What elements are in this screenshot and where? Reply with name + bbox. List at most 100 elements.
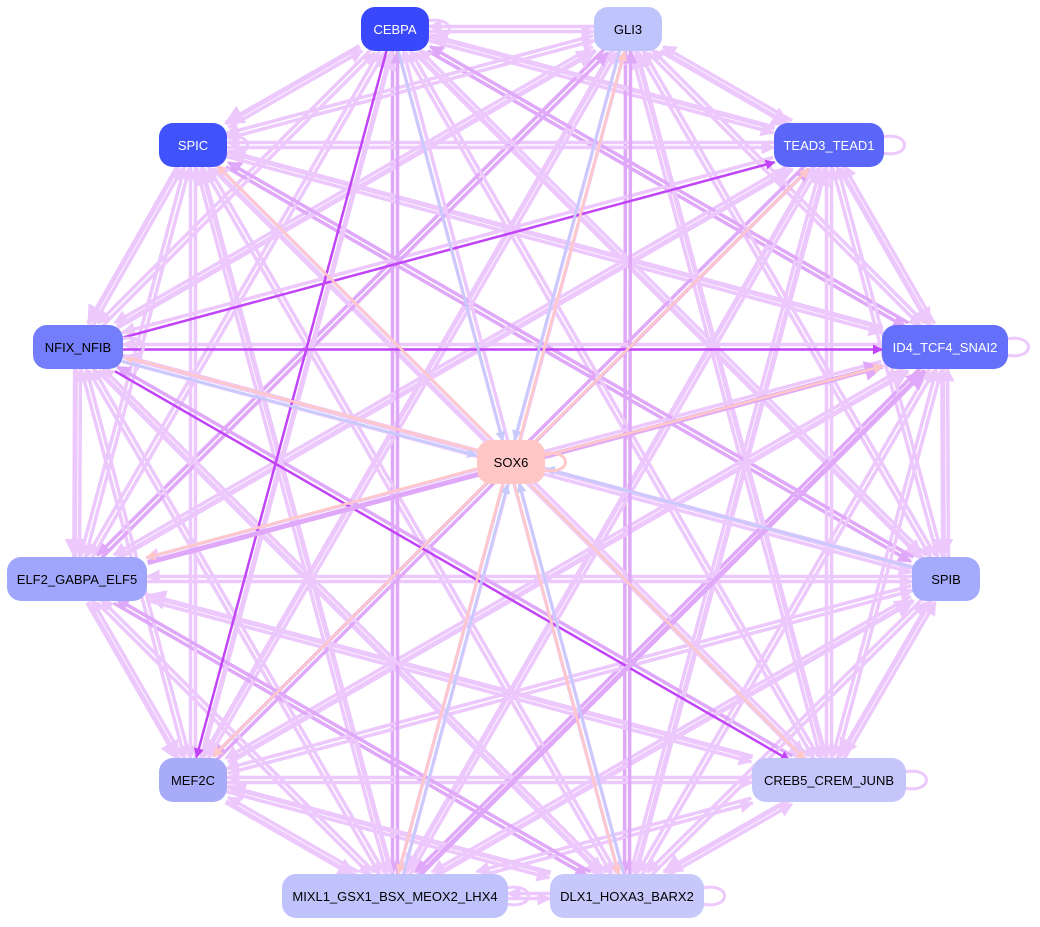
edge-elf2_gabpa_elf5-to-mixl1_gsx1_bsx_meox2_lhx4 [96,601,373,878]
node-label: DLX1_HOXA3_BARX2 [560,889,694,904]
node-box [7,557,147,601]
edge-spib-to-sox6 [544,466,913,569]
edge-gli3-to-creb5_crem_junb [629,51,825,760]
edge-creb5_crem_junb-to-nfix_nfib [116,365,793,758]
edge-sox6-to-elf2_gabpa_elf5 [145,467,477,561]
edge-gli3-to-mef2c [201,48,616,759]
node-box [774,123,884,167]
edge-gli3-to-tead3_tead1 [659,48,792,128]
edge-dlx1_hoxa3_barx2-to-mef2c [225,781,552,876]
edge-cebpa-to-tead3_tead1 [427,38,775,137]
node-mef2c[interactable]: MEF2C [159,758,227,802]
edge-spib-to-dlx1_hoxa3_barx2 [646,597,924,874]
self-loop-mixl1_gsx1_bsx_meox2_lhx4 [505,885,530,907]
edge-dlx1_hoxa3_barx2-to-gli3 [623,49,638,875]
edge-sox6-to-spic [215,164,492,440]
edge-id4_tcf4_snai2-to-mixl1_gsx1_bsx_meox2_lhx4 [414,365,923,874]
node-label: SPIC [178,138,208,153]
edge-nfix_nfib-to-cebpa [100,51,377,329]
node-elf2_gabpa_elf5[interactable]: ELF2_GABPA_ELF5 [7,557,147,601]
edge-mef2c-to-cebpa [198,49,397,760]
edge-id4_tcf4_snai2-to-creb5_crem_junb [828,367,939,759]
node-box [159,123,227,167]
node-box [282,874,508,918]
edge-creb5_crem_junb-to-spib [842,601,937,761]
node-spib[interactable]: SPIB [912,557,980,601]
edge-sox6-to-gli3 [518,50,627,441]
edges-layer [64,18,1030,907]
edge-sox6-to-creb5_crem_junb [530,484,807,761]
edge-sox6-to-dlx1_hoxa3_barx2 [513,484,622,876]
node-label: GLI3 [614,22,642,37]
edge-sox6-to-id4_tcf4_snai2 [545,363,884,457]
edge-dlx1_hoxa3_barx2-to-nfix_nfib [100,365,609,874]
edge-elf2_gabpa_elf5-to-nfix_nfib [73,367,88,558]
node-box [550,874,704,918]
edge-dlx1_hoxa3_barx2-to-spic [206,164,618,874]
edge-elf2_gabpa_elf5-to-gli3 [99,51,609,561]
edge-mixl1_gsx1_bsx_meox2_lhx4-to-id4_tcf4_snai2 [417,369,927,878]
edge-creb5_crem_junb-to-id4_tcf4_snai2 [835,368,946,760]
node-mixl1_gsx1_bsx_meox2_lhx4[interactable]: MIXL1_GSX1_BSX_MEOX2_LHX4 [282,874,508,918]
edge-sox6-to-tead3_tead1 [533,167,810,443]
edge-tead3_tead1-to-mixl1_gsx1_bsx_meox2_lhx4 [403,164,817,875]
edge-dlx1_hoxa3_barx2-to-creb5_crem_junb [665,802,794,878]
node-sox6[interactable]: SOX6 [477,440,545,484]
node-dlx1_hoxa3_barx2[interactable]: DLX1_HOXA3_BARX2 [550,874,704,918]
edge-spic-to-mixl1_gsx1_bsx_meox2_lhx4 [194,167,391,877]
edge-id4_tcf4_snai2-to-mef2c [224,365,907,760]
node-box [33,325,123,369]
edge-nfix_nfib-to-elf2_gabpa_elf5 [64,368,85,559]
edge-tead3_tead1-to-id4_tcf4_snai2 [837,166,933,328]
edge-nfix_nfib-to-creb5_crem_junb [114,370,791,762]
edge-dlx1_hoxa3_barx2-to-sox6 [516,482,625,874]
edge-mixl1_gsx1_bsx_meox2_lhx4-to-mef2c [227,795,359,874]
edge-gli3-to-dlx1_hoxa3_barx2 [617,50,632,876]
edge-spib-to-mef2c [225,583,912,773]
edge-nfix_nfib-to-tead3_tead1 [123,159,776,339]
node-box [882,325,1008,369]
edge-nfix_nfib-to-spic [91,167,185,328]
node-label: MIXL1_GSX1_BSX_MEOX2_LHX4 [292,889,497,904]
edge-creb5_crem_junb-to-cebpa [408,48,820,758]
edge-id4_tcf4_snai2-to-tead3_tead1 [842,164,937,325]
node-gli3[interactable]: GLI3 [594,7,662,51]
edge-mixl1_gsx1_bsx_meox2_lhx4-to-spic [196,164,394,875]
edge-gli3-to-elf2_gabpa_elf5 [96,47,606,557]
edge-gli3-to-spic [225,33,594,138]
self-loop-id4_tcf4_snai2 [1005,336,1030,358]
edge-id4_tcf4_snai2-to-spic [225,146,884,331]
node-creb5_crem_junb[interactable]: CREB5_CREM_JUNB [752,758,906,802]
edge-mixl1_gsx1_bsx_meox2_lhx4-to-nfix_nfib [91,366,386,874]
node-tead3_tead1[interactable]: TEAD3_TEAD1 [774,123,884,167]
edge-mef2c-to-id4_tcf4_snai2 [227,368,910,765]
edge-cebpa-to-creb5_crem_junb [404,51,816,761]
self-loop-dlx1_hoxa3_barx2 [701,885,726,907]
edge-mef2c-to-dlx1_hoxa3_barx2 [225,789,551,882]
node-label: MEF2C [171,773,215,788]
edge-cebpa-to-mef2c [194,50,388,759]
edge-mef2c-to-spib [227,586,914,776]
edge-mef2c-to-mixl1_gsx1_bsx_meox2_lhx4 [224,799,358,879]
edge-spib-to-cebpa [417,47,927,557]
edge-cebpa-to-nfix_nfib [96,47,373,325]
node-box [361,7,429,51]
node-box [594,7,662,51]
self-loop-tead3_tead1 [881,134,906,156]
node-label: SPIB [931,572,961,587]
edge-mixl1_gsx1_bsx_meox2_lhx4-to-sox6 [402,483,511,875]
node-cebpa[interactable]: CEBPA [361,7,429,51]
edge-creb5_crem_junb-to-gli3 [631,48,828,758]
edge-mef2c-to-elf2_gabpa_elf5 [90,598,184,758]
node-box [159,758,227,802]
edge-cebpa-to-spic [224,44,362,126]
node-spic[interactable]: SPIC [159,123,227,167]
edge-mef2c-to-gli3 [206,51,619,761]
edge-spic-to-cebpa [227,49,364,130]
node-id4_tcf4_snai2[interactable]: ID4_TCF4_SNAI2 [882,325,1008,369]
node-nfix_nfib[interactable]: NFIX_NFIB [33,325,123,369]
edge-creb5_crem_junb-to-dlx1_hoxa3_barx2 [662,797,791,874]
node-label: TEAD3_TEAD1 [783,138,874,153]
edge-dlx1_hoxa3_barx2-to-id4_tcf4_snai2 [640,369,936,877]
